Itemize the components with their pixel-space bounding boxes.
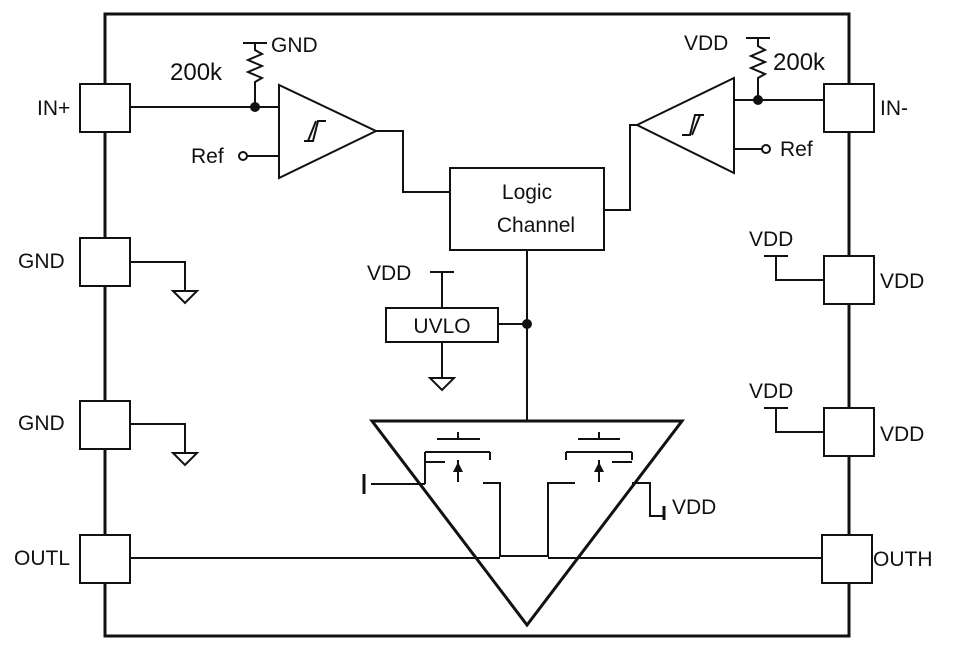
pin-vdd-bottom-label: VDD bbox=[880, 423, 924, 446]
pin-vdd-top-label: VDD bbox=[880, 270, 924, 293]
pin-outh[interactable] bbox=[821, 534, 873, 584]
pin-gnd-bottom[interactable] bbox=[79, 400, 131, 450]
pin-gnd-top-label: GND bbox=[18, 250, 65, 273]
pin-vdd-bottom[interactable] bbox=[823, 407, 875, 457]
schmitt-comparator-left bbox=[278, 83, 379, 180]
ref-input-right-terminal bbox=[761, 144, 771, 154]
comparator-left-output-wire bbox=[376, 130, 450, 193]
pull-down-resistor-left bbox=[243, 42, 267, 107]
output-driver-triangle bbox=[368, 419, 686, 628]
schmitt-comparator-right bbox=[634, 76, 735, 175]
uvlo-ground-icon bbox=[427, 377, 457, 392]
pin-gnd-bottom-label: GND bbox=[18, 412, 65, 435]
logic-channel-block bbox=[449, 167, 605, 251]
pin-in-minus-label: IN- bbox=[880, 97, 908, 120]
gnd-bottom-wire bbox=[130, 423, 186, 453]
vdd-rail-right-label: VDD bbox=[684, 32, 728, 55]
driver-vdd-label: VDD bbox=[672, 496, 716, 519]
high-side-mosfet bbox=[527, 432, 633, 557]
vdd-top-supply-label: VDD bbox=[749, 228, 793, 251]
pin-outh-label: OUTH bbox=[873, 548, 933, 571]
resistor-right-label: 200k bbox=[773, 49, 826, 76]
pull-up-resistor-right bbox=[746, 37, 770, 100]
vdd-top-wire bbox=[775, 256, 824, 281]
vdd-bottom-wire bbox=[775, 408, 824, 433]
high-side-vdd-wire bbox=[632, 482, 664, 517]
pin-in-minus[interactable] bbox=[823, 83, 875, 133]
ref-left-label: Ref bbox=[191, 145, 224, 168]
logic-channel-label-line2: Channel bbox=[497, 214, 575, 237]
pin-gnd-top[interactable] bbox=[79, 237, 131, 287]
gnd-top-ground-icon bbox=[170, 290, 200, 305]
ref-input-left-terminal bbox=[238, 151, 248, 161]
gnd-bottom-ground-icon bbox=[170, 452, 200, 467]
gnd-top-wire bbox=[130, 261, 186, 291]
uvlo-label: UVLO bbox=[413, 315, 470, 338]
comparator-right-output-wire bbox=[604, 124, 637, 211]
pin-in-plus[interactable] bbox=[79, 83, 131, 133]
pin-in-plus-label: IN+ bbox=[37, 97, 70, 120]
pin-vdd-top[interactable] bbox=[823, 255, 875, 305]
pin-outl[interactable] bbox=[79, 534, 131, 584]
low-side-mosfet bbox=[424, 432, 527, 557]
uvlo-vdd-label: VDD bbox=[367, 262, 411, 285]
resistor-left-label: 200k bbox=[170, 59, 223, 86]
package-outline bbox=[103, 12, 851, 638]
logic-channel-label-line1: Logic bbox=[502, 181, 552, 204]
pin-outl-label: OUTL bbox=[14, 547, 70, 570]
vdd-bottom-supply-label: VDD bbox=[749, 380, 793, 403]
ref-right-label: Ref bbox=[780, 138, 813, 161]
gnd-rail-label: GND bbox=[271, 34, 318, 57]
